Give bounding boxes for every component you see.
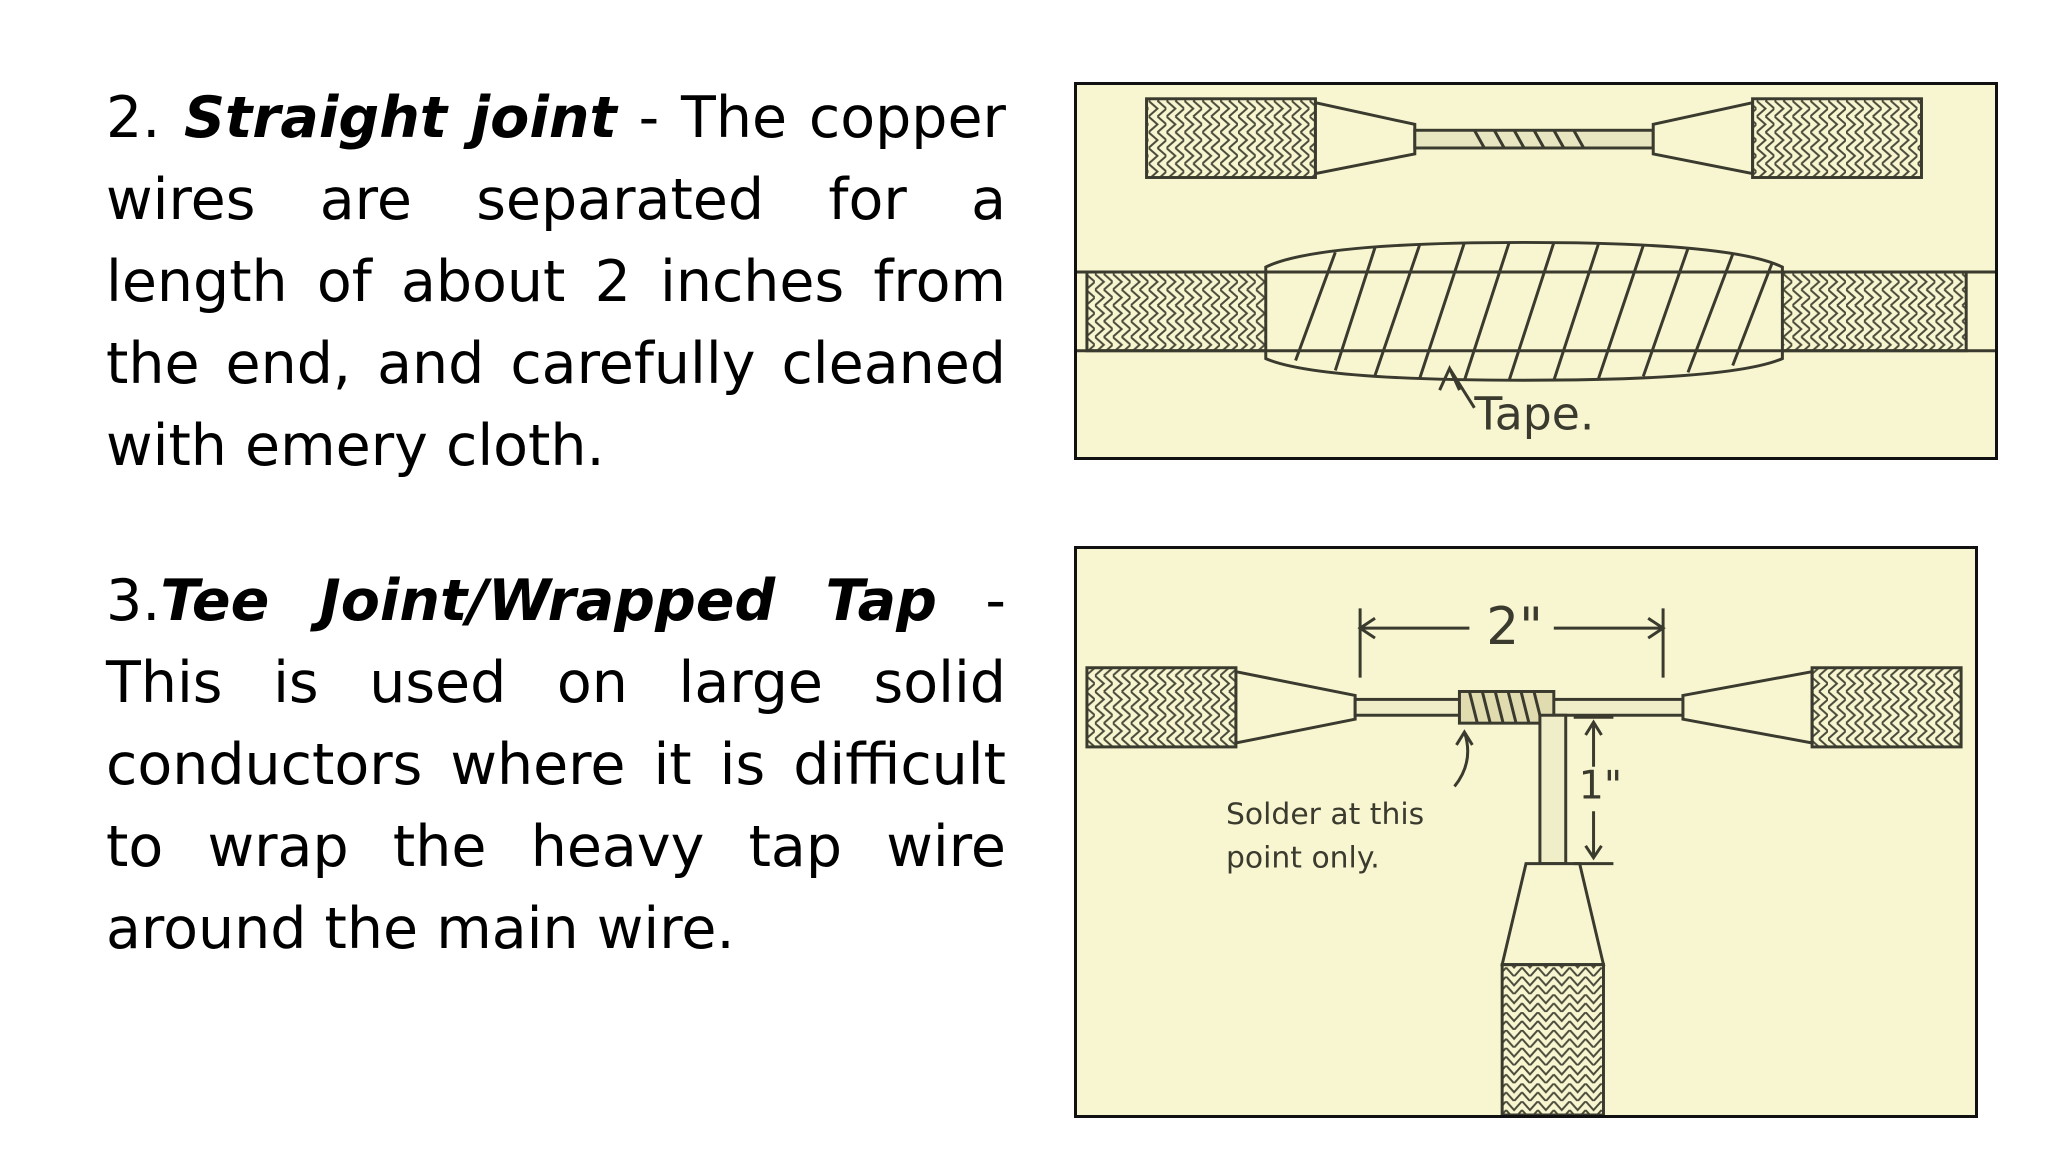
solder-arrow [1453,729,1474,788]
left-insulation [1145,97,1317,179]
right-cable [1810,666,1963,749]
left-cable [1085,666,1238,749]
wrap-lines [1467,691,1544,724]
straight-joint-drawing: Tape. [1077,97,1995,441]
dim-left-arrow [1357,617,1470,640]
wire-twist [1473,129,1585,149]
tap-wire [1538,713,1568,866]
right-taper [1651,100,1755,176]
dim-tap-bottom-arrow [1584,811,1603,861]
section-body: - The copper wires are separated for a l… [106,85,1006,479]
left-taper [1234,669,1357,745]
section-number: 2. [106,85,161,151]
right-cable [1775,270,1968,353]
right-insulation [1751,97,1923,179]
section-number: 3. [106,568,161,634]
tape-label: Tape. [1473,388,1594,441]
tap-taper [1500,862,1606,967]
tee-joint-paragraph: 3.Tee Joint/Wrapped Tap - This is used o… [106,560,1006,970]
section-term: Straight joint [160,85,617,151]
tape-wrap [1264,240,1784,382]
tape-lines [1294,242,1774,381]
straight-joint-figure: Tape. [1074,82,1998,460]
tape-arrow [1438,364,1476,409]
dim-tap-top-arrow [1584,719,1603,767]
dim-tap-label: 1" [1579,762,1623,808]
tee-joint-drawing: 2" 1" Solder at this point only. [1085,597,1963,1115]
dim-right-arrow [1553,617,1666,640]
right-taper [1681,669,1814,745]
tap-cable [1500,963,1605,1115]
section-term: Tee Joint/Wrapped Tap [160,568,937,634]
straight-joint-paragraph: 2. Straight joint - The copper wires are… [106,77,1006,487]
left-cable [1085,270,1273,353]
dim-main-label: 2" [1486,597,1543,657]
left-taper [1313,100,1417,176]
solder-label-line2: point only. [1226,841,1380,876]
section-body: - This is used on large solid conductors… [106,568,1006,962]
tee-joint-figure: 2" 1" Solder at this point only. [1074,546,1978,1118]
solder-label-line1: Solder at this [1226,797,1424,832]
